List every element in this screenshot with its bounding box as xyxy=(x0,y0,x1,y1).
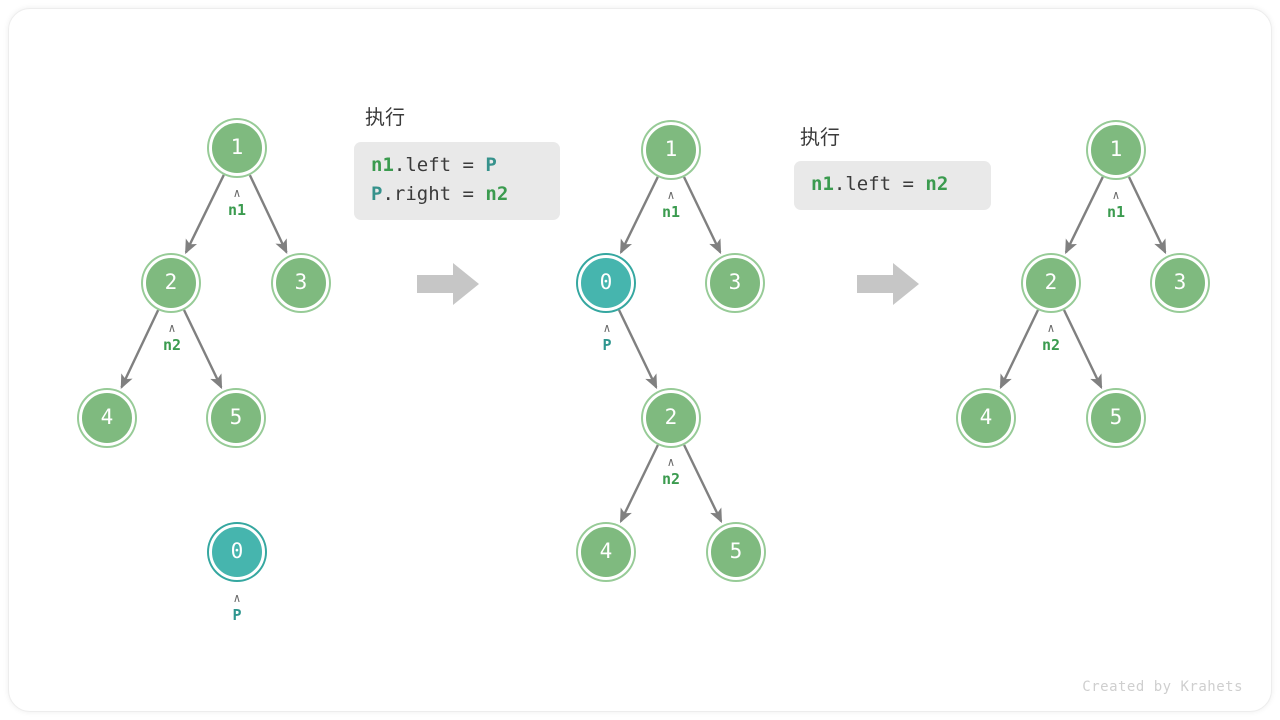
code-token: P xyxy=(371,182,383,205)
node-value: 4 xyxy=(599,538,613,563)
pointer-n2: ∧n2 xyxy=(1021,322,1081,353)
node-value: 0 xyxy=(599,269,613,294)
caret-icon: ∧ xyxy=(1112,188,1120,202)
pointer-p: ∧P xyxy=(207,592,267,623)
node-value: 2 xyxy=(1044,269,1058,294)
tree-node-5: 5 xyxy=(208,390,264,446)
tree-node-1: 1 xyxy=(643,122,699,178)
tree-node-4: 4 xyxy=(958,390,1014,446)
pointer-label: n1 xyxy=(1106,203,1126,221)
node-value: 5 xyxy=(1109,404,1123,429)
code-line: n1.left = P xyxy=(371,151,543,180)
tree-node-1: 1 xyxy=(1088,122,1144,178)
tree-node-0: 0 xyxy=(578,255,634,311)
tree-node-4: 4 xyxy=(578,524,634,580)
pointer-n1: ∧n1 xyxy=(1086,189,1146,220)
tree-node-3: 3 xyxy=(273,255,329,311)
tree-node-2: 2 xyxy=(143,255,199,311)
caret-icon: ∧ xyxy=(603,321,611,335)
pointer-n1: ∧n1 xyxy=(641,189,701,220)
node-value: 1 xyxy=(664,136,678,161)
code-line: P.right = n2 xyxy=(371,180,543,209)
pointer-label: n2 xyxy=(1041,336,1061,354)
caption-step-1: 执行 xyxy=(365,105,405,129)
node-value: 3 xyxy=(728,269,742,294)
tree-node-3: 3 xyxy=(1152,255,1208,311)
right-arrow-icon xyxy=(417,263,479,305)
codebox-step-2: n1.left = n2 xyxy=(794,161,991,210)
code-token: n2 xyxy=(485,182,509,205)
caption-step-2: 执行 xyxy=(800,125,840,149)
node-value: 3 xyxy=(1173,269,1187,294)
tree-node-5: 5 xyxy=(708,524,764,580)
tree-node-2: 2 xyxy=(1023,255,1079,311)
caret-icon: ∧ xyxy=(667,455,675,469)
transition-arrow-1 xyxy=(417,261,479,307)
node-value: 0 xyxy=(230,538,244,563)
code-token: n1 xyxy=(371,154,394,176)
tree-node-0: 0 xyxy=(209,524,265,580)
pointer-n2: ∧n2 xyxy=(641,456,701,487)
node-value: 4 xyxy=(979,404,993,429)
pointer-label: P xyxy=(232,606,242,624)
tree-node-3: 3 xyxy=(707,255,763,311)
pointer-p: ∧P xyxy=(577,322,637,353)
node-value: 3 xyxy=(294,269,308,294)
code-token: n2 xyxy=(925,173,949,195)
transition-arrow-2 xyxy=(857,261,919,307)
caret-icon: ∧ xyxy=(233,186,241,200)
pointer-n2: ∧n2 xyxy=(142,322,202,353)
pointer-n1: ∧n1 xyxy=(207,187,267,218)
tree-node-5: 5 xyxy=(1088,390,1144,446)
code-token: n1 xyxy=(811,173,834,195)
caret-icon: ∧ xyxy=(168,321,176,335)
node-value: 2 xyxy=(664,404,678,429)
code-line: n1.left = n2 xyxy=(811,170,974,199)
tree-edges-layer xyxy=(120,174,1167,524)
pointer-label: n2 xyxy=(661,470,681,488)
watermark: Created by Krahets xyxy=(1082,679,1243,695)
node-value: 4 xyxy=(100,404,114,429)
node-value: 5 xyxy=(229,404,243,429)
pointer-label: n1 xyxy=(661,203,681,221)
pointer-label: n2 xyxy=(162,336,182,354)
code-token: .right = xyxy=(382,182,486,205)
node-value: 5 xyxy=(729,538,743,563)
tree-node-4: 4 xyxy=(79,390,135,446)
caret-icon: ∧ xyxy=(233,591,241,605)
tree-node-2: 2 xyxy=(643,390,699,446)
code-token: .left = xyxy=(833,173,926,195)
code-token: .left = xyxy=(393,154,486,176)
tree-node-1: 1 xyxy=(209,120,265,176)
pointer-label: P xyxy=(602,336,612,354)
node-value: 1 xyxy=(230,134,244,159)
caret-icon: ∧ xyxy=(667,188,675,202)
code-token: P xyxy=(485,154,497,176)
node-value: 1 xyxy=(1109,136,1123,161)
pointer-label: n1 xyxy=(227,201,247,219)
right-arrow-icon xyxy=(857,263,919,305)
caret-icon: ∧ xyxy=(1047,321,1055,335)
node-value: 2 xyxy=(164,269,178,294)
